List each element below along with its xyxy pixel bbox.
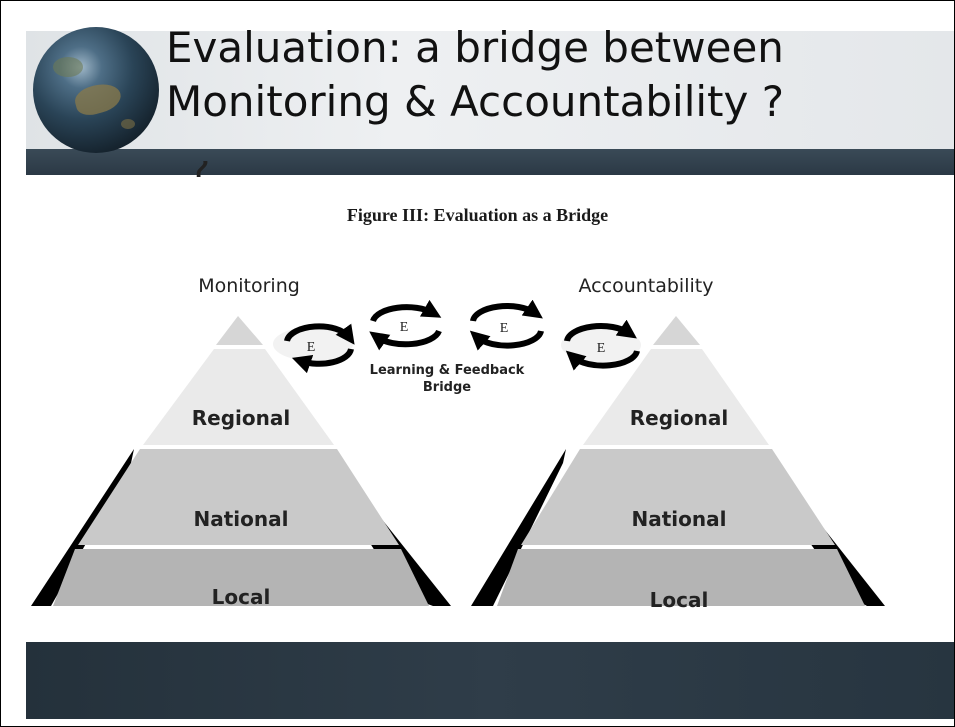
bridge-label-line1: Learning & Feedback [370,363,525,378]
loop-4-letter: E [597,341,606,356]
title-band [26,31,954,149]
footer-band [26,642,954,719]
right-local-label: Local [650,588,709,612]
right-regional-tier [583,349,769,445]
loop-3-letter: E [500,321,509,336]
left-local-tier [53,549,429,606]
left-pyramid-heading: Monitoring [198,275,300,297]
right-regional-label: Regional [630,406,728,430]
feedback-loop-3: E [469,299,544,351]
loop-1-letter: E [307,340,316,355]
left-local-label: Local [212,585,271,609]
right-national-tier [521,449,835,545]
bridge-label-line2: Bridge [423,380,471,395]
loop-2-letter: E [400,320,409,335]
right-local-tier [497,549,865,606]
left-regional-tier [143,349,334,445]
title-overflow-text: ? [189,161,210,177]
right-apex [653,316,700,345]
globe-icon [33,27,159,153]
feedback-loop-2: E [369,299,442,351]
feedback-loop-4: E [561,319,641,371]
left-national-label: National [194,507,289,531]
title-underline-band [26,149,954,175]
feedback-loop-1: E [273,323,355,374]
left-national-tier [78,449,399,545]
right-pyramid-heading: Accountability [579,275,714,297]
right-pyramid-shadow [471,449,566,606]
feedback-loops: E E E E [273,299,641,374]
left-pyramid: Monitoring Regional National Local [31,275,451,609]
left-regional-label: Regional [192,406,290,430]
left-apex [216,316,263,345]
figure-caption: Figure III: Evaluation as a Bridge [346,205,609,225]
right-pyramid: Accountability Regional National Local [471,275,885,612]
right-national-label: National [632,507,727,531]
slide-title: Evaluation: a bridge between Monitoring … [166,23,785,126]
left-pyramid-shadow [31,449,134,606]
